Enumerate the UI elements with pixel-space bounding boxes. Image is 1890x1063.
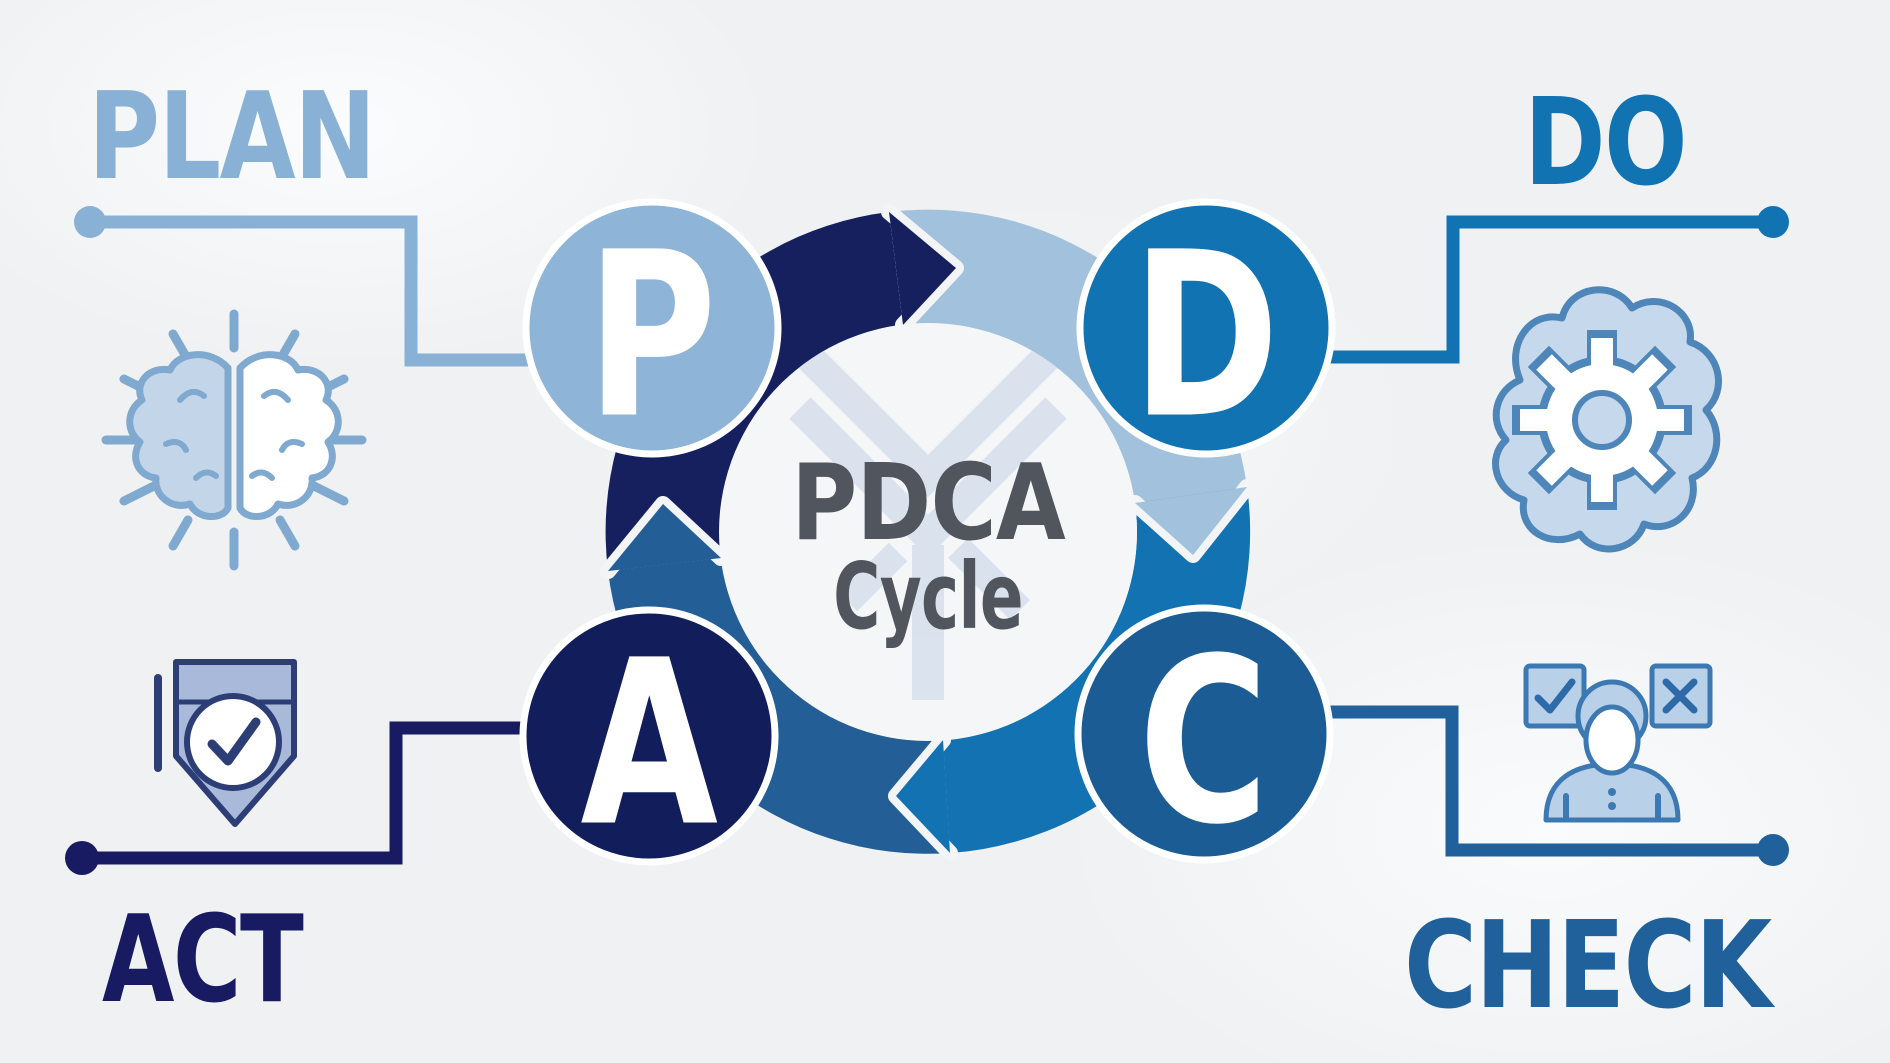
pass-box <box>1523 663 1587 729</box>
shirt-button <box>1608 802 1616 810</box>
plan-stage-label: PLAN <box>88 68 376 207</box>
act-connector-line <box>82 721 570 865</box>
do-stage-circle <box>1076 198 1336 458</box>
arrowhead-check-to-act <box>888 732 958 861</box>
check-circle-letter: C <box>1078 608 1330 868</box>
act-circle-letter: A <box>523 610 775 870</box>
check-stage-label: CHECK <box>1404 897 1772 1036</box>
letter-a: A <box>580 610 718 877</box>
brain-gear-icon <box>1492 286 1722 553</box>
do-connector <box>1310 206 1789 364</box>
check-connector <box>1310 705 1789 866</box>
do-connector-line <box>1310 215 1773 364</box>
plan-connector-dot <box>74 206 106 238</box>
arrowhead-plan-to-do <box>881 204 964 333</box>
person-evaluation-icon <box>1523 663 1713 823</box>
do-connector-dot <box>1757 206 1789 238</box>
check-connector-line <box>1310 705 1773 857</box>
plan-circle-letter: P <box>526 202 778 462</box>
arrowhead-do-to-check <box>1127 479 1255 563</box>
shirt-button <box>1608 788 1616 796</box>
arrowhead-shape <box>608 504 721 571</box>
act-connector-dot <box>65 841 99 875</box>
watermark-logo-icon <box>771 323 1085 700</box>
diagram-title: PDCA <box>791 442 1066 564</box>
letter-p: P <box>586 202 718 469</box>
person-shirt-details <box>1563 793 1661 821</box>
arrowhead-act-to-plan <box>600 496 729 579</box>
check-connector-dot <box>1757 834 1789 866</box>
gear-hub <box>1572 390 1632 450</box>
arrowhead-shape <box>896 740 950 853</box>
brain-folds <box>163 388 305 481</box>
act-connector <box>65 721 570 875</box>
pass-check-icon <box>1534 678 1576 714</box>
arrowhead-shape <box>1135 487 1247 555</box>
check-stage-circle <box>1074 604 1334 864</box>
diagram-subtitle: Cycle <box>833 543 1023 650</box>
check-mark-icon <box>207 717 261 766</box>
shield-check-icon <box>154 659 297 827</box>
person-head <box>1583 704 1641 776</box>
plan-stage-circle <box>522 198 782 458</box>
letter-c: C <box>1138 608 1270 875</box>
act-stage-label: ACT <box>102 891 304 1030</box>
check-badge-circle <box>184 693 282 791</box>
fail-cross-icon <box>1662 678 1698 714</box>
gear-icon <box>1512 330 1692 510</box>
plan-connector <box>74 206 600 367</box>
arrowhead-shape <box>889 212 956 325</box>
do-stage-label: DO <box>1524 74 1688 213</box>
plan-connector-line <box>90 215 600 367</box>
act-stage-circle <box>519 606 779 866</box>
letter-d: D <box>1132 202 1280 469</box>
brain-idea-icon <box>101 309 367 571</box>
do-circle-letter: D <box>1080 202 1332 462</box>
